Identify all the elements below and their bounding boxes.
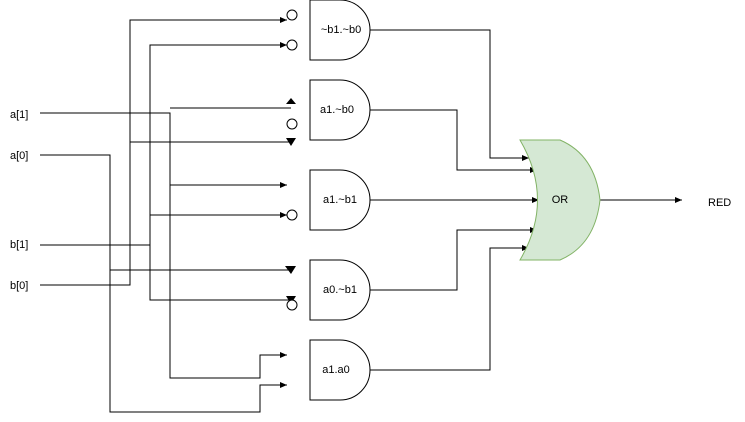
wire-g5-to-or <box>370 245 529 371</box>
bubble-g1-bottom <box>286 39 298 51</box>
gate-label-g4: a0.~b1 <box>323 284 357 296</box>
and-gate-g3: a1.~b1 <box>309 169 371 231</box>
wire-b1-to-g1 <box>40 42 287 246</box>
wire-g1-to-or <box>370 29 529 161</box>
gate-label-g1: ~b1.~b0 <box>321 24 361 36</box>
bubble-g2-bottom <box>286 118 298 130</box>
wire-a1-to-g5 <box>40 112 287 379</box>
wire-g2-to-or <box>370 109 537 173</box>
arrowhead-g2-top <box>286 98 296 104</box>
wire-g4-to-or <box>370 227 537 291</box>
or-gate: OR <box>519 139 601 261</box>
inverter-bubbles <box>286 9 298 311</box>
input-label-b0: b[0] <box>10 280 28 292</box>
bubble-g1-top <box>286 9 298 21</box>
arrowhead-g4-top <box>285 266 296 274</box>
input-arrowheads <box>285 98 296 304</box>
output-label: RED <box>708 197 731 209</box>
input-label-a1: a[1] <box>10 109 28 121</box>
wire-b1-to-g4 <box>149 245 291 301</box>
bubble-g4-bottom <box>286 299 298 311</box>
and-gate-g5: a1.a0 <box>309 339 371 401</box>
bubble-g3-bottom <box>286 209 298 221</box>
arrowhead-g2-bottom <box>286 138 296 146</box>
wires <box>40 17 682 413</box>
gate-label-g3: a1.~b1 <box>323 194 357 206</box>
gate-label-g2: a1.~b0 <box>320 104 354 116</box>
input-label-a0: a[0] <box>10 150 28 162</box>
input-label-b1: b[1] <box>10 239 28 251</box>
and-gate-g4: a0.~b1 <box>309 259 371 321</box>
gate-label-g5: a1.a0 <box>322 364 350 376</box>
and-gate-g2: a1.~b0 <box>309 79 371 141</box>
wire-a0-to-g5 <box>40 154 287 413</box>
and-gate-g1: ~b1.~b0 <box>309 0 371 61</box>
gate-label-or: OR <box>552 194 569 206</box>
wire-b0-to-g1 <box>40 17 287 286</box>
